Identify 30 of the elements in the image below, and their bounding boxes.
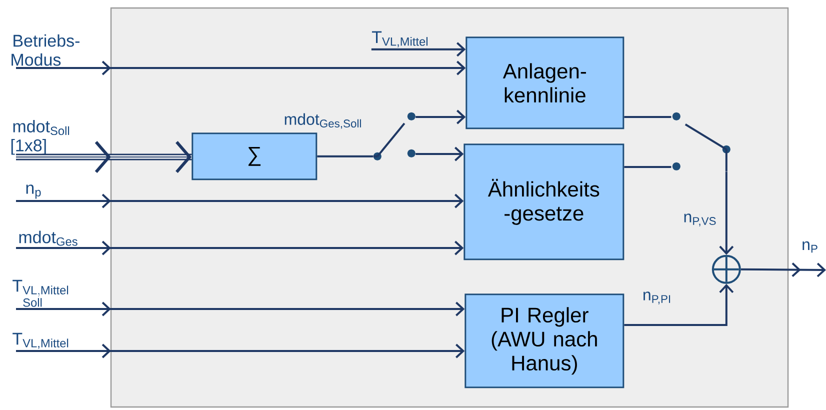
- process-block: PI Regler (AWU nach Hanus): [464, 294, 624, 388]
- arrow: [16, 302, 465, 316]
- arrow: [16, 60, 466, 76]
- process-block: Ähnlichkeits -gesetze: [464, 144, 624, 260]
- arrow: [16, 344, 465, 358]
- signal-label: T$_{VL,Mittel}$: [12, 332, 68, 349]
- edge-label: n$_{P}$: [802, 241, 818, 253]
- arrow: [416, 146, 464, 162]
- signal-label: Betriebs- Modus: [12, 34, 80, 66]
- process-block: ∑: [192, 132, 318, 180]
- summing-junction: [712, 254, 741, 284]
- signal-label: T$_{VL,Mittel}$: [372, 31, 428, 48]
- process-block: Anlagen- kennlinie: [466, 36, 624, 130]
- signal-label: n$_{p}$: [26, 184, 41, 199]
- signal-label: $\mathrm{T}_{\begin{subarray}{l}\mathrm{VL,Mittel}\\\mathrm{Soll}\end{subarray}}$: [12, 280, 68, 307]
- signal-label: mdot$_{Soll}$ [1x8]: [11, 120, 70, 155]
- arrow: [16, 141, 192, 173]
- signal-label: mdot$_{Ges}$: [19, 230, 78, 246]
- edge-label: mdot$_{Ges,Soll}$: [284, 113, 361, 129]
- arrow: [740, 262, 826, 278]
- edge-label: n$_{P,VS}$: [684, 214, 716, 226]
- arrow: [371, 42, 466, 57]
- switch-drawing: [672, 112, 730, 172]
- arrow: [16, 240, 464, 256]
- arrow: [719, 172, 734, 255]
- edge-label: n$_{P,PI}$: [644, 292, 670, 304]
- arrow: [416, 110, 466, 124]
- arrow: [16, 194, 464, 208]
- arrow: [624, 284, 734, 326]
- switch-drawing: [372, 112, 416, 160]
